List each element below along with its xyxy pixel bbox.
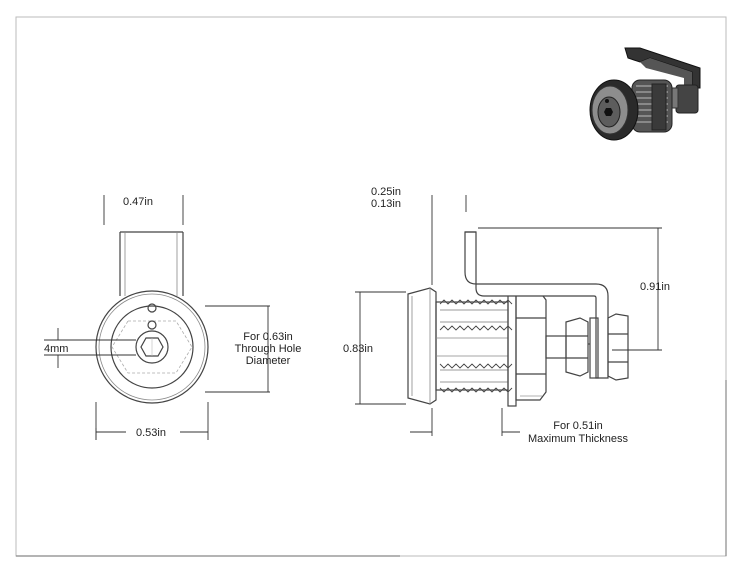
dim-through-hole-line1: For 0.63in xyxy=(243,331,293,343)
dim-thickness-line2: Maximum Thickness xyxy=(528,433,629,445)
dim-through-hole-line3: Diameter xyxy=(246,355,291,367)
dim-side-height: 0.83in xyxy=(343,343,373,355)
dim-thickness-line1: For 0.51in xyxy=(553,420,603,432)
dim-side-top-a: 0.25in xyxy=(371,186,401,198)
dim-front-hole-size: 4mm xyxy=(44,343,68,355)
front-dimensions xyxy=(44,195,270,440)
side-view xyxy=(407,231,629,407)
dim-front-bottom-width: 0.53in xyxy=(136,427,166,439)
side-dimensions xyxy=(355,195,662,436)
dim-side-cam-height: 0.91in xyxy=(640,281,670,293)
dim-front-top-width: 0.47in xyxy=(123,196,153,208)
front-view xyxy=(95,231,209,404)
product-render xyxy=(589,47,701,141)
dim-side-top-b: 0.13in xyxy=(371,198,401,210)
dim-through-hole-line2: Through Hole xyxy=(235,343,302,355)
